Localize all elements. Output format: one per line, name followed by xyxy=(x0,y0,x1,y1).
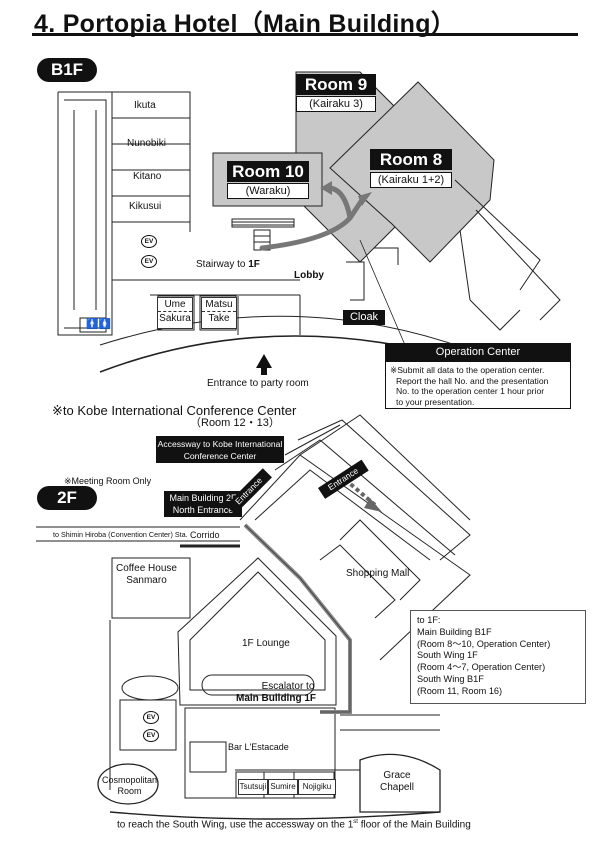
elevator-icon: EV xyxy=(143,711,159,724)
elevator-icon: EV xyxy=(141,235,157,248)
to-1f-line: to 1F: xyxy=(417,615,441,625)
cosmopolitan-line: Cosmopolitan xyxy=(102,775,158,785)
entrance-party-room-label: Entrance to party room xyxy=(207,378,309,389)
operation-center-line: to your presentation. xyxy=(396,396,475,407)
operation-center-title: Operation Center xyxy=(385,343,571,361)
operation-center-line: ※Submit all data to the operation center… xyxy=(390,365,545,375)
footer-text: floor of the Main Building xyxy=(357,819,471,831)
room-matsu-take: Matsu Take xyxy=(201,297,237,329)
to-1f-line: (Room 11, Room 16) xyxy=(417,685,503,696)
coffee-house-line: Coffee House xyxy=(116,563,177,574)
route-arrows xyxy=(259,185,365,251)
footer-superscript: st xyxy=(353,819,358,825)
operation-center-line: Report the hall No. and the presentation xyxy=(396,375,549,386)
coffee-house-line: Sanmaro xyxy=(126,575,167,586)
kobe-accessway-line: Conference Center xyxy=(183,451,257,461)
room-nojigiku: Nojigiku xyxy=(298,779,336,795)
room-ikuta: Ikuta xyxy=(134,100,156,111)
to-1f-line: South Wing 1F xyxy=(417,650,478,661)
footer-note: to reach the South Wing, use the accessw… xyxy=(117,816,471,831)
room-ume: Ume xyxy=(158,298,192,312)
grace-chapel-line: Chapell xyxy=(380,782,414,793)
to-1f-line: (Room 4～7, Operation Center) xyxy=(417,662,546,673)
operation-center-line: No. to the operation center 1 hour prior xyxy=(396,386,545,396)
north-entrance-line: Main Building 2F xyxy=(169,493,237,503)
accessway-map xyxy=(274,419,471,561)
b1f-map xyxy=(57,91,521,373)
shopping-mall-label: Shopping Mall xyxy=(346,568,410,579)
room-nunobiki: Nunobiki xyxy=(127,138,166,149)
kobe-accessway-line: Accessway to Kobe International xyxy=(157,439,283,449)
to-1f-line: Main Building B1F xyxy=(417,626,492,637)
stairway-label: Stairway to 1F xyxy=(196,259,260,271)
room-8-title: Room 8 xyxy=(370,149,452,170)
operation-center-note: ※Submit all data to the operation center… xyxy=(385,361,571,409)
lounge-label: 1F Lounge xyxy=(242,638,290,649)
room-9-title: Room 9 xyxy=(296,74,376,95)
room-10-subtitle: (Waraku) xyxy=(227,183,309,199)
north-entrance-label: Main Building 2F North Entrance xyxy=(164,491,242,517)
b1f-floor-badge: B1F xyxy=(37,58,97,82)
meeting-room-note: ※Meeting Room Only xyxy=(64,476,152,486)
2f-floor-badge: 2F xyxy=(37,486,97,510)
coffee-house-label: Coffee House Sanmaro xyxy=(116,563,177,587)
escalator-line: Main Building 1F xyxy=(236,693,316,704)
kobe-accessway-label: Accessway to Kobe International Conferen… xyxy=(156,436,284,463)
to-1f-line: South Wing B1F xyxy=(417,673,484,684)
to-1f-directions: to 1F: Main Building B1F (Room 8～10, Ope… xyxy=(410,610,586,704)
kobe-heading: ※to Kobe International Conference Center xyxy=(52,403,297,418)
cosmopolitan-line: Room xyxy=(117,786,142,796)
grace-chapel-line: Grace xyxy=(383,770,411,781)
room-sakura: Sakura xyxy=(159,313,191,324)
room-matsu: Matsu xyxy=(202,298,236,312)
restroom-icon: 🚹🚺 xyxy=(86,319,111,330)
escalator-label: Escalator to Main Building 1F xyxy=(236,681,316,705)
elevator-icon: EV xyxy=(143,729,159,742)
room-10-title: Room 10 xyxy=(227,161,309,182)
stairway-label-floor: 1F xyxy=(248,259,260,270)
stairway-label-text: Stairway to xyxy=(196,259,249,270)
cosmopolitan-room-label: Cosmopolitan Room xyxy=(102,775,157,797)
to-1f-line: (Room 8～10, Operation Center) xyxy=(417,638,551,649)
room-9-subtitle: (Kairaku 3) xyxy=(296,96,376,112)
elevator-icon: EV xyxy=(141,255,157,268)
kobe-rooms: （Room 12・13） xyxy=(190,417,280,429)
room-kikusui: Kikusui xyxy=(129,201,162,212)
escalator-line: Escalator to xyxy=(261,681,315,692)
room-ume-sakura: Ume Sakura xyxy=(157,297,193,329)
north-entrance-line: North Entrance xyxy=(172,505,234,515)
title-underline xyxy=(32,33,578,36)
lobby-label: Lobby xyxy=(294,270,324,281)
room-kitano: Kitano xyxy=(133,171,162,182)
corridor-label: Corrido xyxy=(190,530,220,540)
room-tsutsuji: Tsutsuji xyxy=(238,779,268,795)
room-sumire: Sumire xyxy=(268,779,298,795)
bar-label: Bar L'Estacade xyxy=(228,742,289,752)
room-8-subtitle: (Kairaku 1+2) xyxy=(370,172,452,188)
room-take: Take xyxy=(208,313,230,324)
grace-chapel-label: Grace Chapell xyxy=(380,770,414,794)
footer-text: to reach the South Wing, use the accessw… xyxy=(117,819,354,831)
station-label: to Shimin Hiroba (Convention Center) Sta… xyxy=(53,530,188,539)
cloak-label: Cloak xyxy=(343,310,385,325)
